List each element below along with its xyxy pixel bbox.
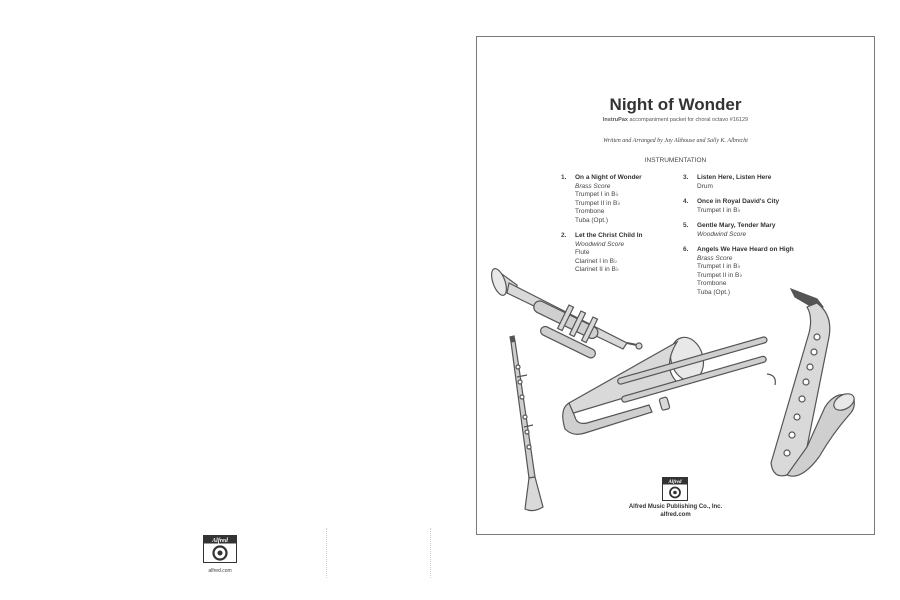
score-label: Woodwind Score xyxy=(697,230,747,238)
entry-number: 2. xyxy=(561,232,567,239)
subtitle-brand: InstruPax xyxy=(602,117,628,123)
instrument: Tuba (Opt.) xyxy=(575,216,608,224)
instrument: Flute xyxy=(575,249,590,256)
credits: Written and Arranged by Jay Althouse and… xyxy=(603,138,748,144)
divider xyxy=(430,528,432,578)
piece-title: Angels We Have Heard on High xyxy=(697,246,794,253)
piece-title: Gentle Mary, Tender Mary xyxy=(697,222,776,229)
front-cover: Night of Wonder InstruPax accompaniment … xyxy=(476,36,875,535)
pub-logo-text: Alfred xyxy=(667,480,682,485)
entry-number: 1. xyxy=(561,174,567,181)
subtitle-text: accompaniment packet for choral octavo #… xyxy=(629,117,749,123)
instrument: Trombone xyxy=(575,208,605,215)
publisher-name: Alfred Music Publishing Co., Inc. xyxy=(628,504,723,510)
instrument: Clarinet I in B♭ xyxy=(575,257,618,265)
score-label: Brass Score xyxy=(697,254,733,262)
instrument: Trumpet II in B♭ xyxy=(575,199,621,207)
instrumentation-heading: INSTRUMENTATION xyxy=(644,157,707,164)
score-label: Brass Score xyxy=(575,182,611,190)
trombone-icon xyxy=(562,336,776,435)
clarinet-icon xyxy=(509,335,544,512)
instrument: Trumpet I in B♭ xyxy=(697,206,741,214)
instrument: Trumpet II in B♭ xyxy=(697,271,743,279)
instrument-list: Trumpet I in B♭ Trumpet II in B♭ Trombon… xyxy=(575,191,681,225)
instrument-artwork xyxy=(491,267,855,512)
entry-number: 5. xyxy=(683,222,689,229)
list-item: 6. Angels We Have Heard on High Brass Sc… xyxy=(683,246,833,297)
trumpet-icon xyxy=(491,267,643,359)
instrument-list: Drum xyxy=(697,183,833,192)
instrument: Tuba (Opt.) xyxy=(697,288,730,296)
page-title: Night of Wonder xyxy=(609,95,742,114)
instrument-list: Trumpet I in B♭ Trumpet II in B♭ Trombon… xyxy=(697,263,833,297)
alfred-logo-icon: Alfred xyxy=(662,477,688,501)
instrumentation-column-left: 1. On a Night of Wonder Brass Score Trum… xyxy=(561,174,681,282)
instrument-list: Trumpet I in B♭ xyxy=(697,207,833,216)
list-item: 5. Gentle Mary, Tender Mary Woodwind Sco… xyxy=(683,222,833,239)
divider xyxy=(326,528,328,578)
instrument: Drum xyxy=(697,182,713,190)
instrumentation-column-right: 3. Listen Here, Listen Here Drum 4. Once… xyxy=(683,174,833,304)
back-cover: Alfred alfred.com xyxy=(0,0,440,600)
instrument: Trumpet I in B♭ xyxy=(697,263,741,270)
entry-number: 3. xyxy=(683,174,689,181)
back-logo-text: Alfred xyxy=(211,538,229,544)
publisher-url: alfred.com xyxy=(660,512,691,518)
back-url: alfred.com xyxy=(208,568,232,574)
subtitle: InstruPax accompaniment packet for chora… xyxy=(477,117,874,123)
piece-title: Once in Royal David's City xyxy=(697,198,780,205)
entry-number: 4. xyxy=(683,198,689,205)
instrument: Clarinet II in B♭ xyxy=(575,266,619,273)
list-item: 2. Let the Christ Child In Woodwind Scor… xyxy=(561,232,681,275)
piece-title: Listen Here, Listen Here xyxy=(697,174,772,181)
entry-number: 6. xyxy=(683,246,689,253)
piece-title: On a Night of Wonder xyxy=(575,174,642,181)
piece-title: Let the Christ Child In xyxy=(575,232,643,239)
instrument: Trumpet I in B♭ xyxy=(575,191,619,198)
instrument-list: Flute Clarinet I in B♭ Clarinet II in B♭ xyxy=(575,249,681,275)
alfred-logo-icon: Alfred xyxy=(203,535,237,563)
saxophone-icon xyxy=(770,287,855,477)
instrument: Trombone xyxy=(697,280,727,287)
score-label: Woodwind Score xyxy=(575,240,625,248)
list-item: 1. On a Night of Wonder Brass Score Trum… xyxy=(561,174,681,225)
list-item: 4. Once in Royal David's City Trumpet I … xyxy=(683,198,833,215)
list-item: 3. Listen Here, Listen Here Drum xyxy=(683,174,833,191)
